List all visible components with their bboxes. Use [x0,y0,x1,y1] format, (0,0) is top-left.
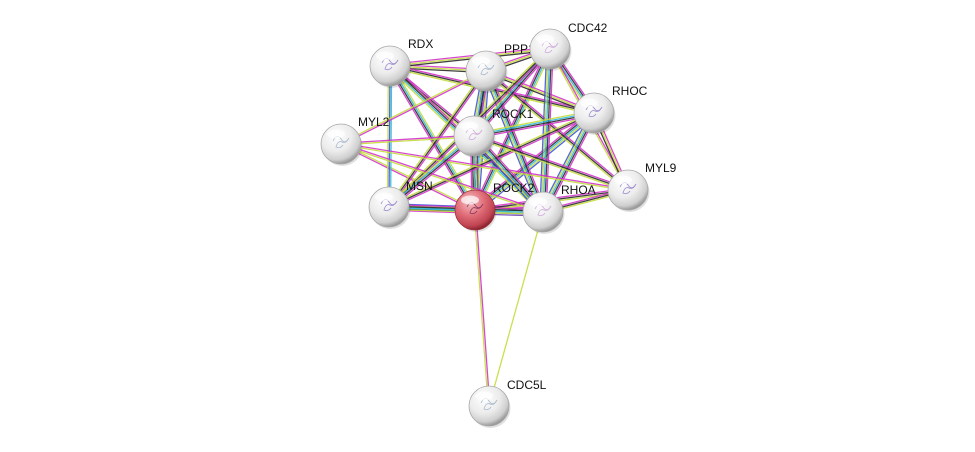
node-highlight [614,176,632,185]
edge-rock2-cdc5l [474,210,490,406]
node-msn[interactable]: MSN [369,179,433,229]
node-sphere[interactable] [370,46,410,86]
edge-line-cyan [543,49,550,212]
node-sphere[interactable] [454,116,494,156]
node-label-rock2: ROCK2 [493,181,535,195]
node-cdc42[interactable]: CDC42 [530,21,608,71]
node-highlight [327,130,345,139]
node-sphere[interactable] [466,51,506,91]
node-label-msn: MSN [406,179,433,193]
node-label-cdc5l: CDC5L [507,378,547,392]
node-sphere[interactable] [321,124,361,164]
node-label-rock1: ROCK1 [492,107,534,121]
node-highlight [460,122,478,131]
edge-rhoa-cdc5l [489,212,543,406]
node-label-rdx: RDX [408,37,433,51]
node-highlight [375,193,393,202]
node-highlight [472,57,490,66]
edge-line-yellow [474,210,488,406]
edge-line-yellow [489,212,543,406]
node-highlight [536,35,554,44]
node-highlight [529,198,547,207]
node-sphere[interactable] [523,192,563,232]
node-label-rhoa: RHOA [561,183,596,197]
node-highlight [376,52,394,61]
node-sphere[interactable] [608,170,648,210]
node-cdc5l[interactable]: CDC5L [469,378,547,428]
nodes-layer: RDXPPP1R12ACDC42RHOCMYL2ROCK1MSNROCK2RHO… [321,21,677,428]
edge-line-magenta [476,210,490,406]
node-label-myl2: MYL2 [358,115,390,129]
node-sphere[interactable] [530,29,570,69]
node-sphere[interactable] [455,190,495,230]
node-sphere[interactable] [574,93,614,133]
node-sphere[interactable] [369,187,409,227]
node-sphere[interactable] [469,386,509,426]
node-label-rhoc: RHOC [612,84,648,98]
node-highlight [580,99,598,108]
node-highlight [461,196,479,205]
node-highlight [475,392,493,401]
node-label-cdc42: CDC42 [568,21,608,35]
node-label-myl9: MYL9 [645,161,677,175]
node-rhoc[interactable]: RHOC [574,84,648,135]
